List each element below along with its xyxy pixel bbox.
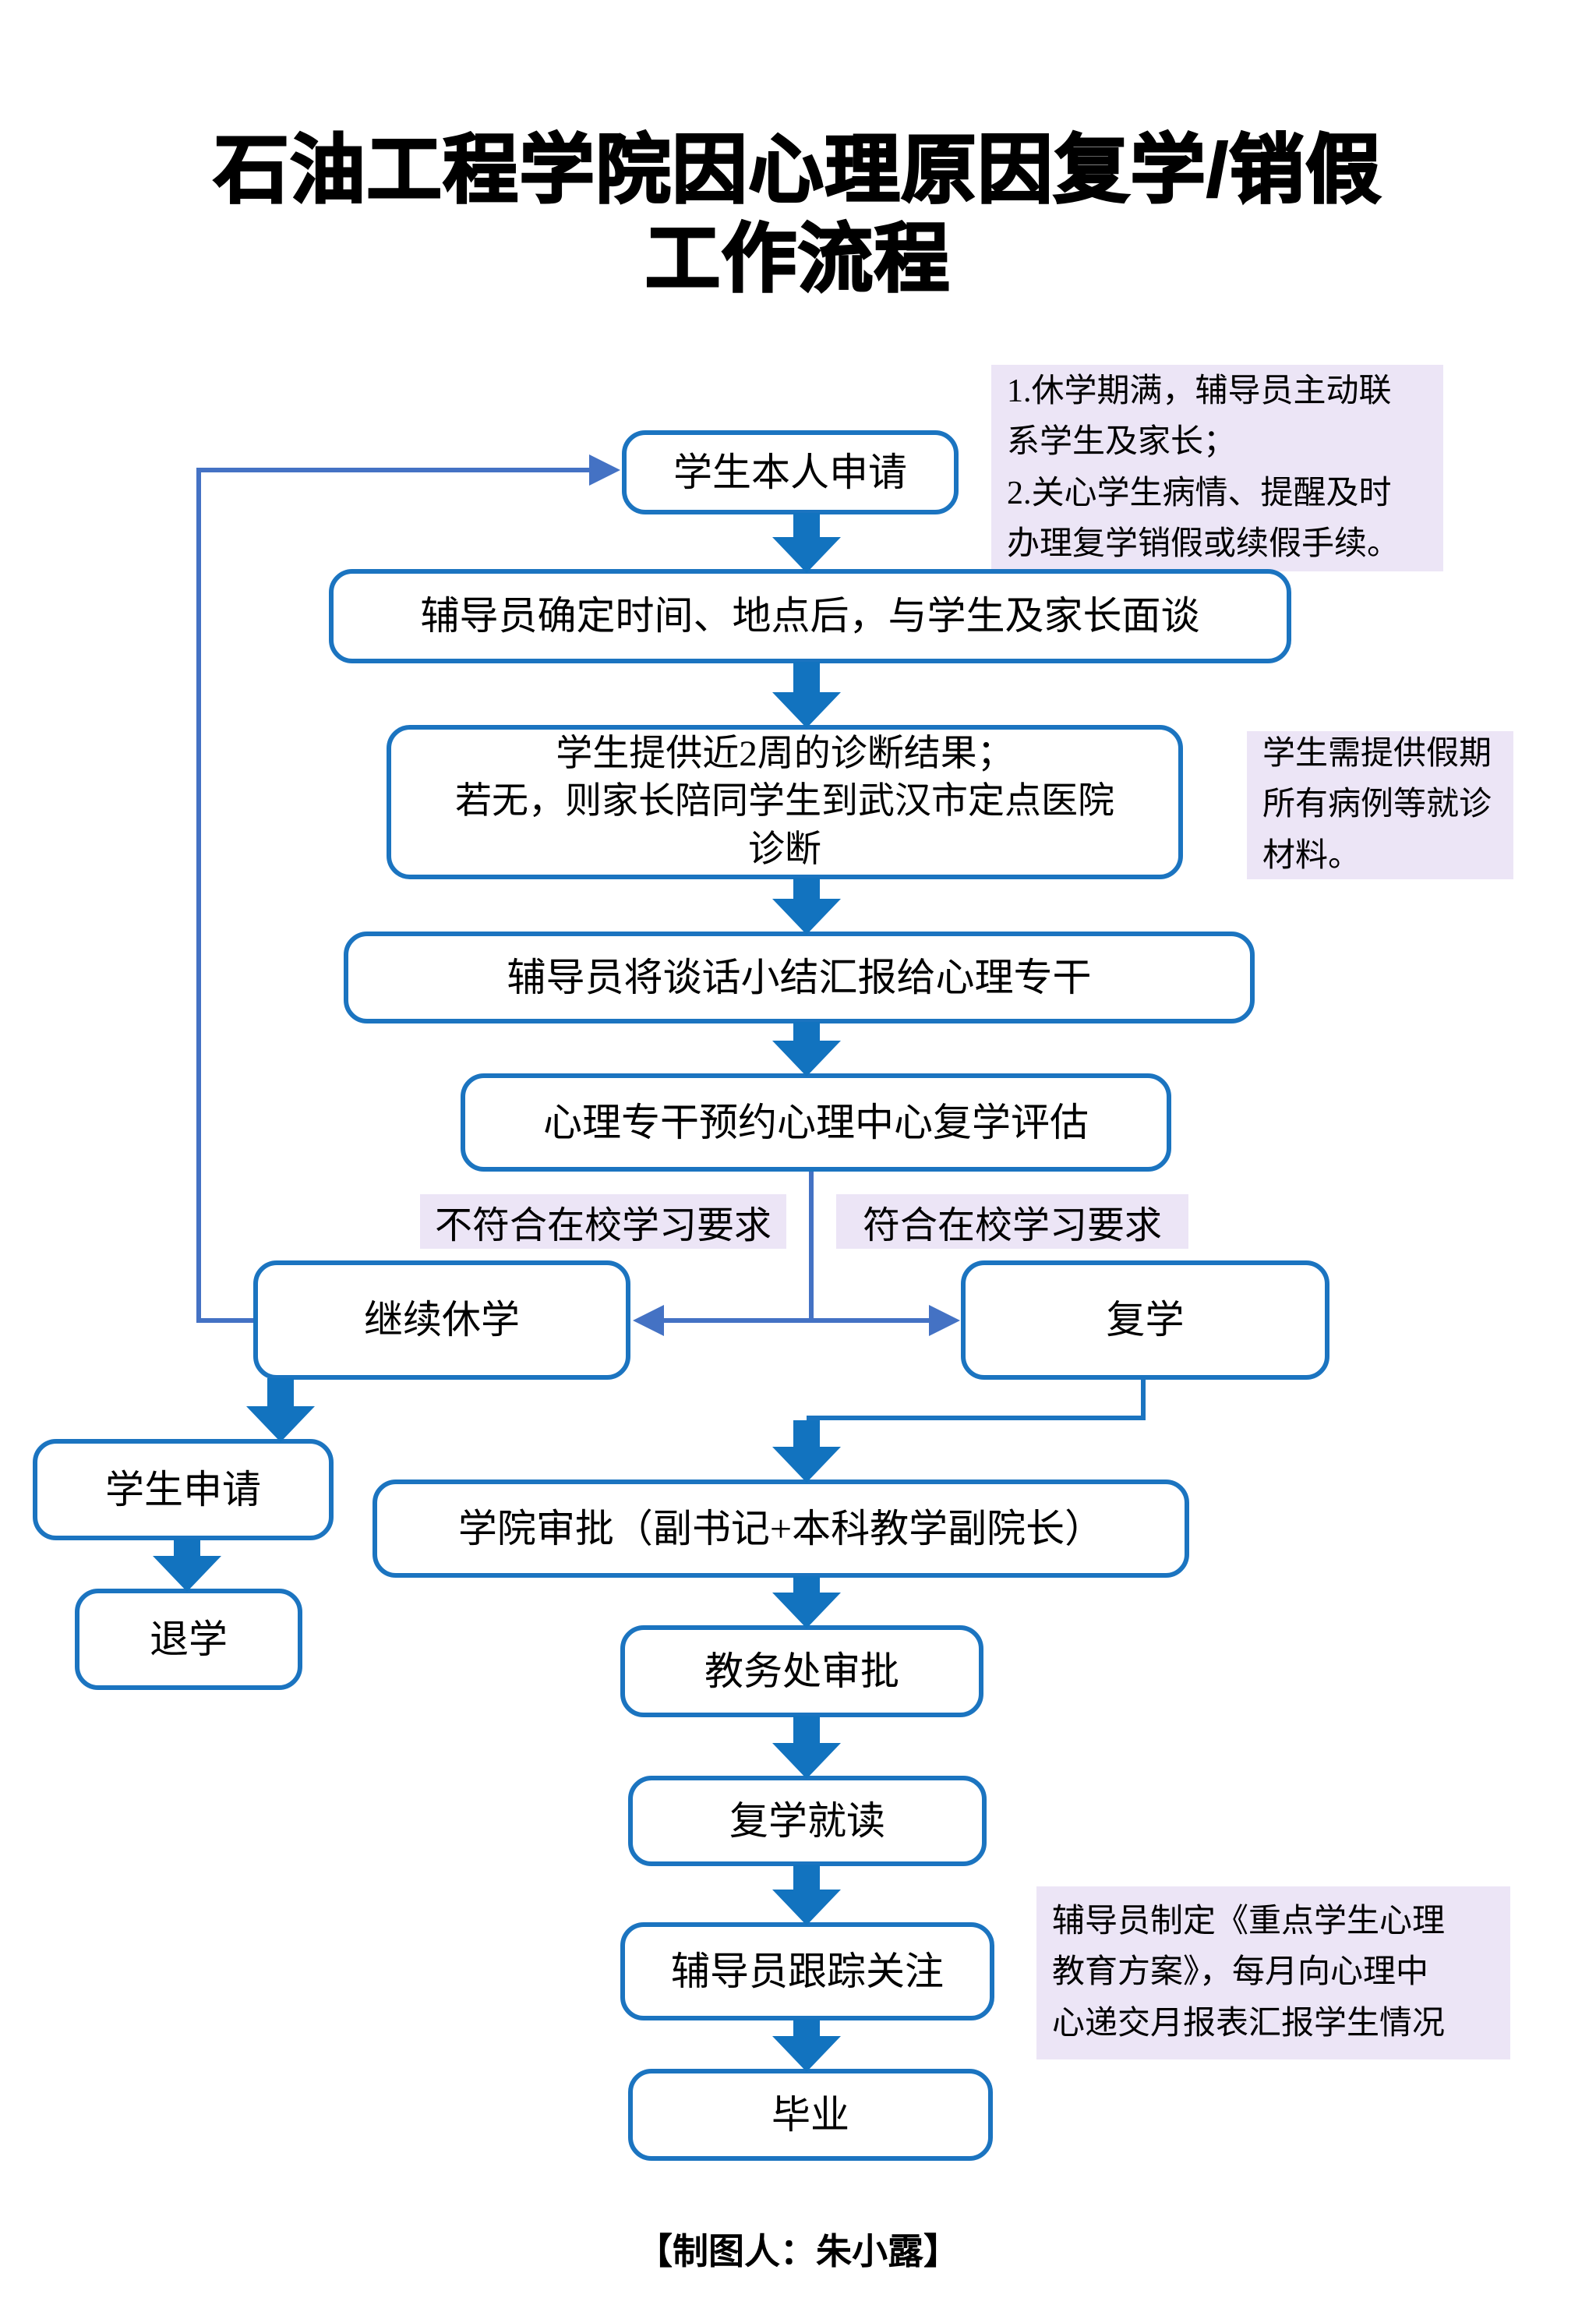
node-college-approval: 学院审批（副书记+本科教学副院长） — [373, 1480, 1189, 1578]
node-resume-school: 复学 — [961, 1260, 1329, 1380]
connector-feedback-bottom — [196, 1318, 253, 1323]
node-academic-affairs-approval: 教务处审批 — [620, 1625, 983, 1717]
node-psych-center-assessment: 心理专干预约心理中心复学评估 — [461, 1073, 1171, 1172]
arrow-follow-up-to-graduate — [793, 2019, 820, 2036]
connector-resume-elbow-vertical — [1141, 1380, 1146, 1420]
connector-feedback-top — [196, 468, 591, 472]
arrow-continue-leave-to-student-apply — [267, 1378, 294, 1406]
node-drop-out: 退学 — [75, 1589, 302, 1690]
arrow-student-apply-to-drop-out — [174, 1539, 200, 1556]
arrow-diagnosis-to-report — [793, 878, 820, 899]
arrow-academic-affairs-to-resume-study — [793, 1716, 820, 1743]
arrowhead-to-continue-leave — [633, 1305, 664, 1336]
branch-label-not-meet-requirements: 不符合在校学习要求 — [420, 1194, 786, 1249]
arrow-apply-to-interview — [793, 513, 820, 537]
note-medical-records: 学生需提供假期 所有病例等就诊 材料。 — [1247, 731, 1513, 879]
node-report-to-psych-specialist: 辅导员将谈话小结汇报给心理专干 — [344, 932, 1255, 1023]
note-leave-expiry: 1.休学期满，辅导员主动联 系学生及家长； 2.关心学生病情、提醒及时 办理复学… — [991, 365, 1443, 571]
node-resume-study: 复学就读 — [628, 1776, 987, 1866]
node-counselor-interview: 辅导员确定时间、地点后，与学生及家长面谈 — [329, 569, 1291, 663]
node-diagnosis: 学生提供近2周的诊断结果； 若无，则家长陪同学生到武汉市定点医院 诊断 — [387, 725, 1183, 879]
node-continue-leave: 继续休学 — [253, 1260, 630, 1380]
arrowhead-to-resume-school — [929, 1305, 960, 1336]
connector-assessment-branch-vertical — [809, 1172, 814, 1323]
page-title-line2: 工作流程 — [644, 217, 951, 302]
arrow-interview-to-diagnosis — [793, 662, 820, 692]
arrow-resume-study-to-follow-up — [793, 1865, 820, 1890]
footer-credit: 【制图人：朱小露】 — [637, 2231, 959, 2271]
node-counselor-follow-up: 辅导员跟踪关注 — [620, 1922, 994, 2020]
connector-feedback-vertical — [196, 468, 201, 1323]
branch-label-meet-requirements: 符合在校学习要求 — [836, 1194, 1188, 1249]
note-education-plan: 辅导员制定《重点学生心理 教育方案》，每月向心理中 心递交月报表汇报学生情况 — [1036, 1886, 1510, 2059]
connector-branch-horizontal — [650, 1318, 948, 1323]
arrow-report-to-assessment — [793, 1022, 820, 1041]
node-student-self-application: 学生本人申请 — [622, 430, 959, 514]
arrow-resume-to-college-approval — [793, 1420, 820, 1447]
node-graduate: 毕业 — [628, 2069, 993, 2161]
page-title-line1: 石油工程学院因心理原因复学/销假 — [213, 128, 1382, 214]
arrow-college-to-academic-affairs — [793, 1576, 820, 1593]
node-student-apply: 学生申请 — [33, 1439, 334, 1540]
arrowhead-to-self-application — [589, 454, 620, 486]
connector-resume-elbow-horizontal — [807, 1416, 1146, 1420]
